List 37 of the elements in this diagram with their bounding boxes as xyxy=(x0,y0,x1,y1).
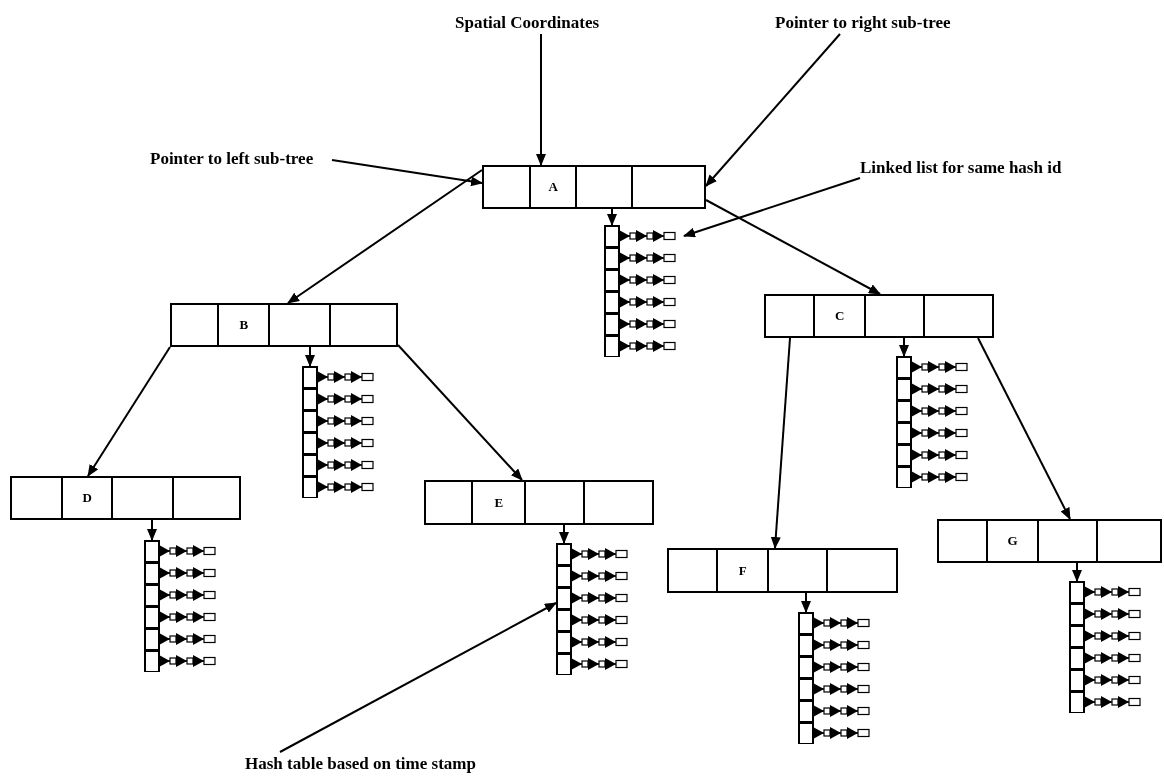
arrow xyxy=(683,177,861,238)
arrow xyxy=(977,337,1071,520)
arrow xyxy=(770,337,791,549)
arrow xyxy=(305,346,315,367)
arrow xyxy=(287,169,483,304)
arrow xyxy=(279,602,557,753)
arrow xyxy=(331,159,483,187)
node-key-label: B xyxy=(239,316,249,335)
node-key-label: F xyxy=(738,561,747,580)
arrow xyxy=(559,524,569,544)
node-key-label: G xyxy=(1007,532,1018,551)
arrow xyxy=(607,208,617,226)
callout-label: Linked list for same hash id xyxy=(860,158,1062,176)
callout-label: Spatial Coordinates xyxy=(455,13,600,31)
node-key-label: D xyxy=(82,489,92,508)
record-box xyxy=(170,303,398,347)
node-key-label: C xyxy=(835,307,845,326)
node-key-label: E xyxy=(494,493,504,512)
arrow xyxy=(801,592,811,613)
callout-label: Hash table based on time stamp xyxy=(245,754,476,772)
record-box xyxy=(482,165,706,209)
record-box xyxy=(764,294,994,338)
record-box xyxy=(424,480,654,525)
arrow xyxy=(536,33,546,166)
arrow xyxy=(899,337,909,357)
arrow xyxy=(1072,562,1082,582)
record-box xyxy=(667,548,898,593)
record-box xyxy=(937,519,1162,563)
arrow xyxy=(705,33,841,187)
callout-label: Pointer to left sub-tree xyxy=(150,149,314,167)
arrow xyxy=(397,344,523,481)
arrow xyxy=(147,519,157,541)
arrow xyxy=(705,199,881,295)
node-key-label: A xyxy=(548,178,558,197)
record-box xyxy=(10,476,241,520)
callout-label: Pointer to right sub-tree xyxy=(775,13,951,31)
arrow xyxy=(87,346,171,477)
